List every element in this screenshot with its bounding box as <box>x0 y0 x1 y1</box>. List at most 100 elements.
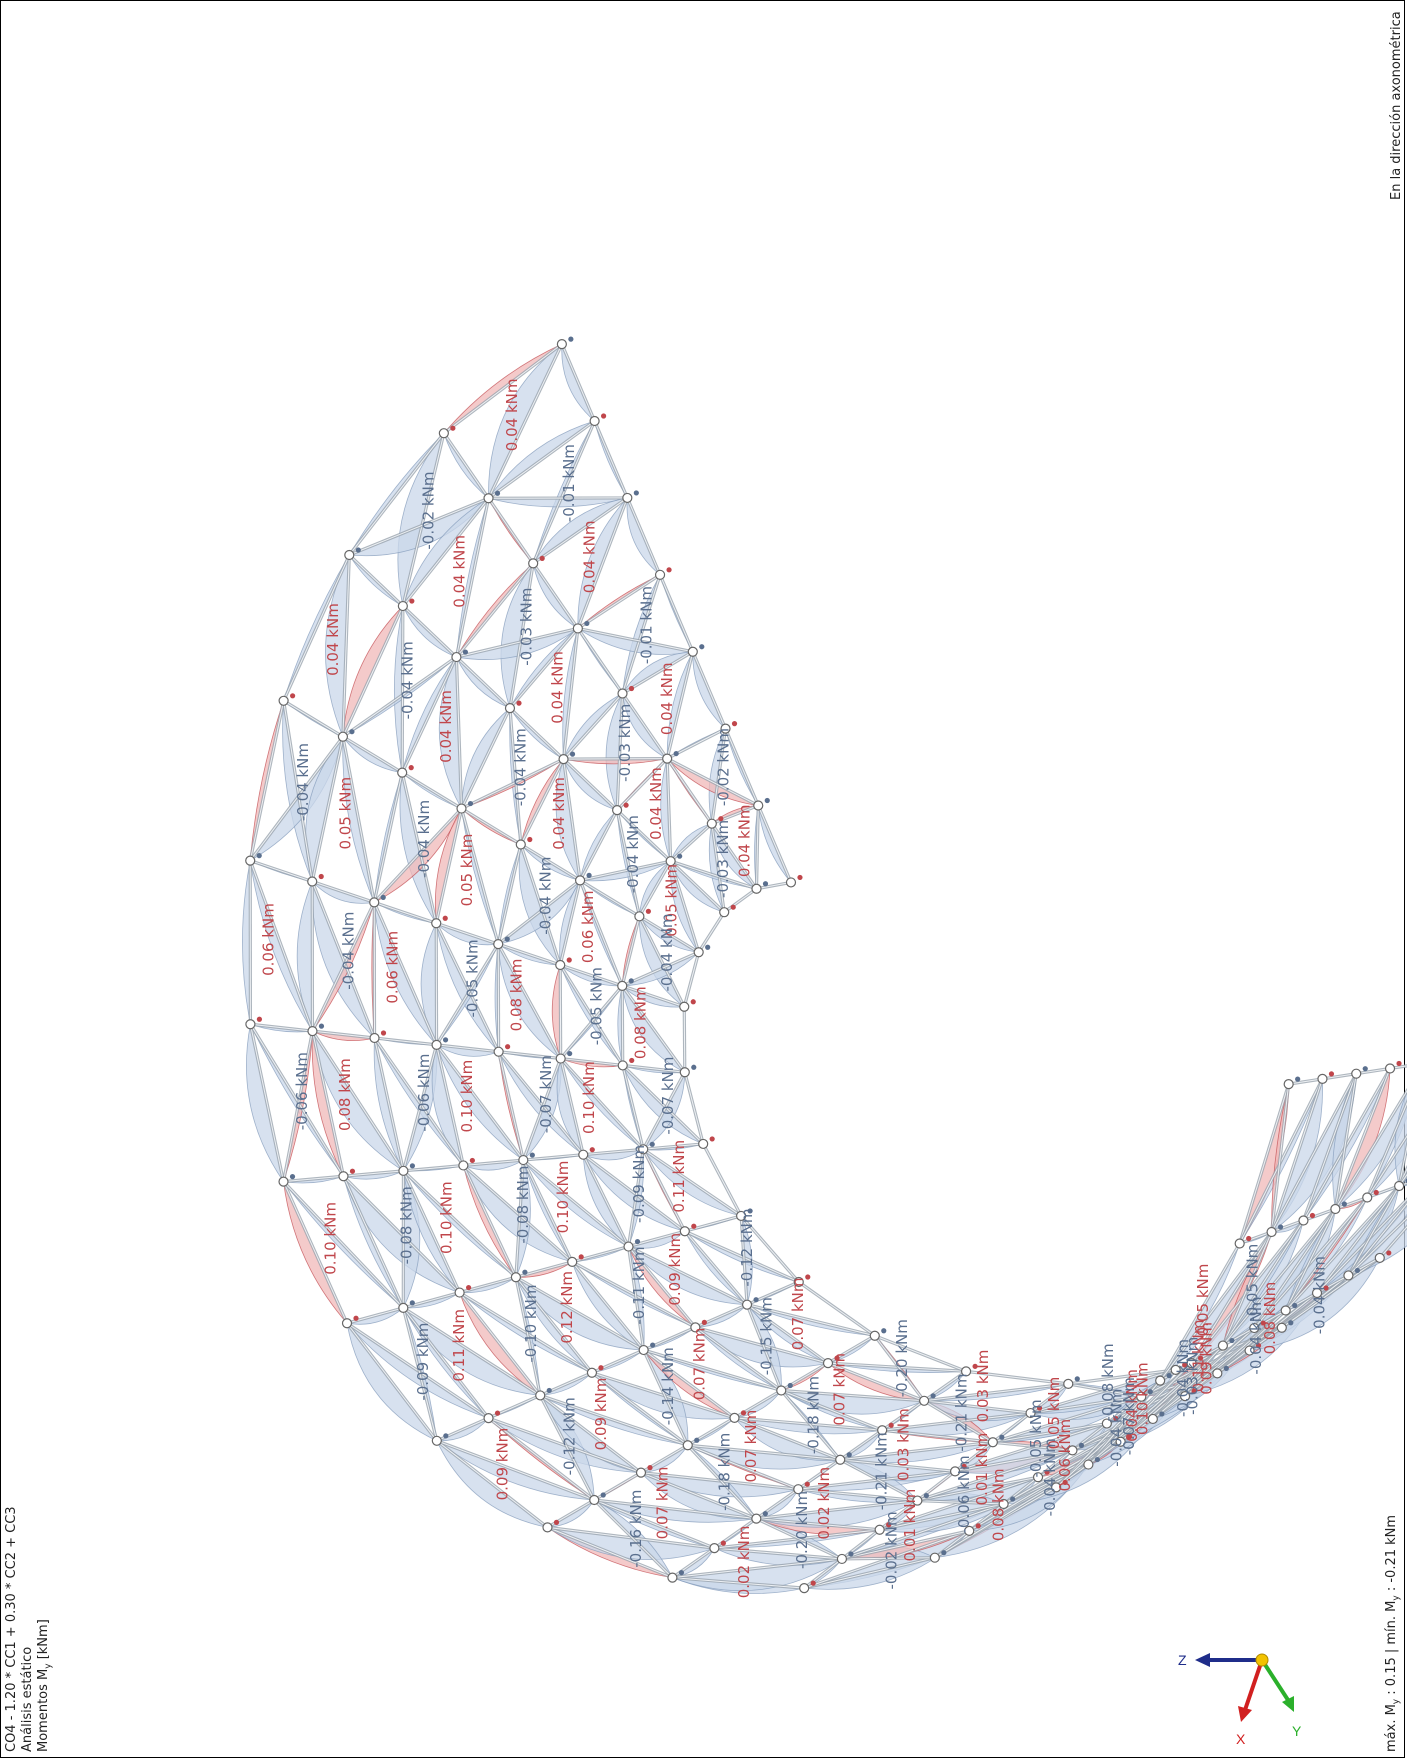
moment-label-positive: 0.10 kNm <box>580 1061 598 1134</box>
result-point <box>355 547 361 553</box>
truss-member-highlight <box>560 1058 623 1066</box>
result-point <box>443 1433 449 1439</box>
truss-member-highlight <box>1302 1073 1357 1221</box>
truss-member-highlight <box>455 657 462 809</box>
result-point <box>1373 1189 1379 1196</box>
truss-member-highlight <box>443 432 489 499</box>
result-point <box>1328 1071 1335 1077</box>
truss-node <box>998 1498 1009 1510</box>
truss-member-highlight <box>374 1037 437 1046</box>
truss-member-highlight <box>756 881 792 890</box>
truss-member-highlight <box>1334 1090 1407 1210</box>
truss-node <box>344 549 355 561</box>
negative-moment-diagram <box>555 759 581 881</box>
truss-member-highlight <box>577 497 628 629</box>
truss-member-highlight <box>917 1449 1073 1502</box>
result-point <box>409 1163 416 1169</box>
result-point <box>1094 1456 1100 1463</box>
result-point <box>787 1382 793 1389</box>
truss-node <box>589 1494 600 1506</box>
result-point <box>469 1157 475 1164</box>
truss-member-highlight <box>401 606 404 773</box>
truss-member-highlight <box>515 1276 593 1374</box>
truss-node <box>1234 1238 1245 1249</box>
truss-node <box>451 651 462 663</box>
moment-label-negative: -0.16 kNm <box>627 1490 645 1568</box>
negative-moment-diagram <box>436 1440 548 1528</box>
truss-member-highlight <box>461 808 499 945</box>
moment-label-negative: -0.09 kNm <box>414 1323 432 1401</box>
result-point <box>834 1355 840 1361</box>
truss-member-highlight <box>250 1023 313 1032</box>
moment-label-negative: -0.04 kNm <box>1247 1296 1265 1374</box>
result-point <box>797 874 803 881</box>
truss-node <box>751 1513 762 1524</box>
truss-node <box>709 1543 720 1554</box>
result-point <box>567 1050 573 1057</box>
moment-label-negative: -0.01 kNm <box>637 586 655 664</box>
result-point <box>256 1016 263 1022</box>
truss-member-highlight <box>740 1215 748 1305</box>
truss-member-highlight <box>342 736 375 903</box>
moment-label-positive: 0.10 kNm <box>438 1181 456 1254</box>
truss-member-highlight <box>560 1058 644 1150</box>
moment-label-negative: -0.08 kNm <box>398 1186 416 1264</box>
moment-label-negative: -0.04 kNm <box>294 743 312 821</box>
truss-member-highlight <box>642 1072 686 1150</box>
truss-member-highlight <box>488 343 563 499</box>
truss-member-highlight <box>312 881 375 903</box>
truss-member-highlight <box>695 1326 782 1391</box>
result-point <box>1323 1285 1329 1291</box>
truss-member-highlight <box>579 879 640 917</box>
truss-member-highlight <box>498 1051 561 1060</box>
x-axis-arrow <box>1238 1706 1252 1722</box>
truss-member-highlight <box>798 1281 876 1337</box>
moment-label-negative: -0.11 kNm <box>630 1247 648 1325</box>
truss-member-highlight <box>283 554 350 701</box>
truss-node <box>1283 1079 1294 1090</box>
truss-member-highlight <box>572 1246 629 1263</box>
moment-label-negative: -0.04 kNm <box>537 857 555 935</box>
truss-member-highlight <box>684 1230 799 1283</box>
result-point <box>578 1254 584 1260</box>
result-point <box>691 1064 697 1070</box>
truss-node <box>687 646 698 657</box>
truss-member-highlight <box>520 844 561 966</box>
truss-member-highlight <box>1222 1208 1336 1346</box>
truss-member-highlight <box>561 343 596 422</box>
truss-node <box>567 1256 578 1268</box>
result-point <box>584 620 590 627</box>
truss-member-highlight <box>1191 1345 1224 1364</box>
truss-member-highlight <box>374 1037 464 1166</box>
moment-label-negative: -0.04 kNm <box>511 728 529 806</box>
moment-label-positive: 0.04 kNm <box>503 379 521 452</box>
truss-member-highlight <box>992 1412 1031 1443</box>
truss-node <box>558 754 569 765</box>
truss-member-highlight <box>955 1449 1073 1472</box>
moment-label-positive: 0.09 kNm <box>1197 1322 1215 1395</box>
truss-member-highlight <box>841 1557 935 1560</box>
truss-member-highlight <box>312 902 375 1032</box>
truss-member-highlight <box>435 923 500 1052</box>
truss-member-highlight <box>1271 1220 1304 1233</box>
truss-node <box>278 695 289 706</box>
truss-member-highlight <box>683 1006 686 1073</box>
truss-member-highlight <box>311 736 344 882</box>
truss-member-highlight <box>879 1503 1004 1531</box>
truss-member-highlight <box>402 1307 489 1419</box>
truss-member-highlight <box>342 656 457 738</box>
result-point <box>730 904 736 910</box>
result-point <box>568 336 574 342</box>
truss-member-highlight <box>577 627 693 653</box>
truss-member-highlight <box>687 1444 799 1490</box>
truss-member-highlight <box>459 1276 517 1294</box>
truss-member-highlight <box>684 1230 748 1305</box>
truss-member-highlight <box>283 700 313 882</box>
truss-member-highlight <box>1348 1217 1407 1276</box>
result-point <box>720 1540 726 1546</box>
truss-member-highlight <box>1239 1231 1272 1244</box>
moment-label-positive: 0.07 kNm <box>789 1278 807 1351</box>
truss-node <box>776 1385 787 1396</box>
